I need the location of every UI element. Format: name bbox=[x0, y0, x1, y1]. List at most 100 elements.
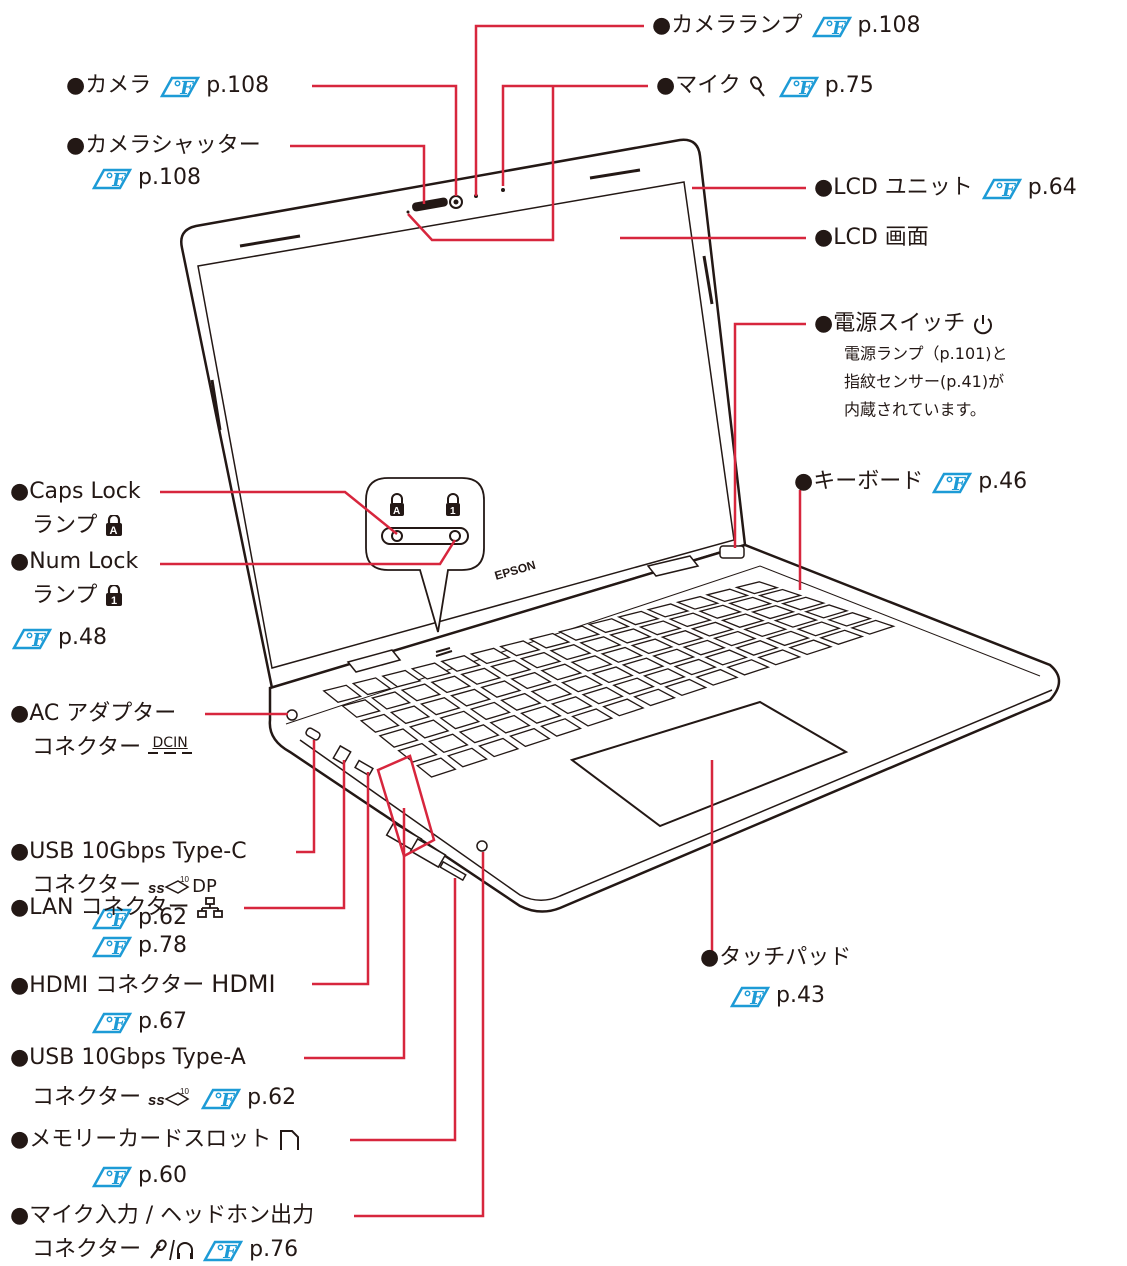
num-lamp-dot bbox=[449, 530, 461, 542]
dc-dashes bbox=[148, 752, 193, 760]
keyboard-key bbox=[460, 667, 502, 685]
keyboard-key bbox=[803, 604, 850, 619]
mic-part bbox=[406, 210, 410, 214]
page-reference-icon: ℉ bbox=[203, 1240, 244, 1262]
svg-text:A: A bbox=[110, 525, 118, 537]
keyboard-key bbox=[510, 671, 552, 690]
caps-lock-icon: A bbox=[106, 515, 123, 537]
touchpad-ref-line: ℉ p.43 bbox=[728, 982, 825, 1010]
power-note-1: 電源ランプ（p.101)と bbox=[844, 344, 1008, 363]
lcd-screen-label: ●LCD 画面 bbox=[814, 224, 929, 252]
keyboard-key bbox=[780, 596, 826, 611]
svg-text:ss: ss bbox=[148, 1092, 165, 1109]
camera-shutter-ref[interactable]: ℉ p.108 bbox=[90, 164, 201, 192]
camera-lamp-ref[interactable]: ℉ p.108 bbox=[810, 12, 921, 40]
audio-connector-text: コネクター bbox=[32, 1237, 142, 1262]
usb-ss-icon: ss 10 bbox=[148, 875, 190, 897]
lcd-unit-ref[interactable]: ℉ p.64 bbox=[980, 174, 1077, 202]
keyboard-key bbox=[633, 688, 677, 707]
usb-c-label: ●USB 10Gbps Type-C bbox=[10, 839, 247, 864]
keyboard-key bbox=[446, 747, 489, 768]
hinge bbox=[346, 649, 402, 673]
touchpad-ref[interactable]: ℉ p.43 bbox=[728, 982, 825, 1010]
mic-ref[interactable]: ℉ p.75 bbox=[777, 72, 874, 100]
mic-label: ●マイク ℉ p.75 bbox=[656, 72, 874, 100]
page-number: p.67 bbox=[138, 1009, 187, 1034]
keyboard-key bbox=[705, 588, 750, 603]
power-button-part bbox=[719, 545, 745, 559]
keyboard-key bbox=[489, 714, 531, 734]
page-reference-icon: ℉ bbox=[932, 472, 973, 494]
page-number: p.78 bbox=[138, 933, 187, 958]
svg-text:℉: ℉ bbox=[105, 1014, 127, 1034]
svg-text:10: 10 bbox=[180, 875, 189, 884]
usb-a-connector-text: コネクター bbox=[32, 1085, 142, 1110]
page-reference-icon: ℉ bbox=[981, 178, 1022, 200]
svg-text:℉: ℉ bbox=[173, 78, 195, 98]
keyboard-key bbox=[698, 604, 743, 619]
keyboard-key bbox=[410, 662, 452, 680]
keyboard-key bbox=[370, 691, 412, 710]
keyboard-key bbox=[477, 737, 520, 758]
page-reference-icon: ℉ bbox=[778, 76, 819, 98]
camera-shutter-part bbox=[412, 197, 448, 212]
lan-ref[interactable]: ℉ p.78 bbox=[90, 932, 187, 960]
camera-lamp-text: ●カメラランプ bbox=[652, 13, 803, 38]
power-note-3: 内蔵されています。 bbox=[844, 400, 986, 419]
camera-lamp-label: ●カメラランプ ℉ p.108 bbox=[652, 12, 921, 40]
page-reference-icon: ℉ bbox=[201, 1088, 242, 1110]
memory-card-slot bbox=[439, 860, 467, 882]
page-reference-icon: ℉ bbox=[160, 76, 201, 98]
keyboard-key bbox=[489, 659, 532, 677]
svg-text:ss: ss bbox=[148, 880, 165, 897]
power-switch-label: ●電源スイッチ bbox=[814, 310, 994, 338]
audio-ref[interactable]: ℉ p.76 bbox=[201, 1236, 298, 1264]
keyboard-key bbox=[450, 688, 492, 707]
keyboard-key bbox=[621, 657, 665, 674]
lock-ref-line: ℉ p.48 bbox=[10, 624, 107, 652]
keyboard-key bbox=[389, 705, 431, 725]
keyboard-key bbox=[695, 668, 739, 686]
lock-ref[interactable]: ℉ p.48 bbox=[10, 624, 107, 652]
keyboard-key bbox=[469, 647, 511, 665]
keyboard-key bbox=[439, 710, 481, 730]
page-number: p.75 bbox=[824, 73, 874, 98]
camera-ref[interactable]: ℉ p.108 bbox=[158, 72, 269, 100]
memory-card-ref-line: ℉ p.60 bbox=[90, 1162, 187, 1190]
camera-text: ●カメラ bbox=[66, 73, 152, 98]
page-reference-icon: ℉ bbox=[91, 168, 133, 190]
keyboard-ref[interactable]: ℉ p.46 bbox=[930, 468, 1027, 496]
lock-lamp-strip bbox=[381, 527, 469, 545]
power-switch-text: ●電源スイッチ bbox=[814, 311, 966, 336]
mic-part bbox=[501, 188, 505, 192]
keyboard-key bbox=[788, 639, 833, 656]
keyboard-key bbox=[341, 699, 381, 718]
keyboard-key bbox=[540, 663, 583, 681]
power-note-2: 指紋センサー(p.41)が bbox=[844, 372, 1005, 391]
page-number: p.62 bbox=[138, 905, 187, 930]
keyboard-key bbox=[549, 644, 592, 661]
page-number: p.62 bbox=[247, 1085, 297, 1110]
dcin-symbol: DCIN bbox=[148, 736, 193, 760]
keyboard-key bbox=[419, 696, 461, 716]
caps-lock-label-2: ランプ A bbox=[32, 512, 124, 540]
page-number: p.108 bbox=[138, 165, 201, 190]
mic-headphone-icon bbox=[150, 1239, 194, 1261]
keyboard-key bbox=[638, 620, 682, 636]
keyboard-key bbox=[602, 698, 645, 717]
svg-text:℉: ℉ bbox=[995, 180, 1017, 200]
svg-text:℉: ℉ bbox=[25, 630, 47, 650]
usb-c-ref[interactable]: ℉ p.62 bbox=[90, 904, 187, 932]
keyboard-key bbox=[509, 727, 551, 748]
usb-a-ref[interactable]: ℉ p.62 bbox=[199, 1084, 296, 1112]
hdmi-ref[interactable]: ℉ p.67 bbox=[90, 1008, 187, 1036]
keyboard-key bbox=[499, 640, 541, 657]
camera-shutter-ref-line: ℉ p.108 bbox=[90, 164, 201, 192]
hdmi-ref-line: ℉ p.67 bbox=[90, 1008, 187, 1036]
usb-a-label: ●USB 10Gbps Type-A bbox=[10, 1045, 246, 1070]
lan-port bbox=[332, 744, 352, 766]
leader-lines bbox=[160, 24, 806, 1218]
memory-card-ref[interactable]: ℉ p.60 bbox=[90, 1162, 187, 1190]
